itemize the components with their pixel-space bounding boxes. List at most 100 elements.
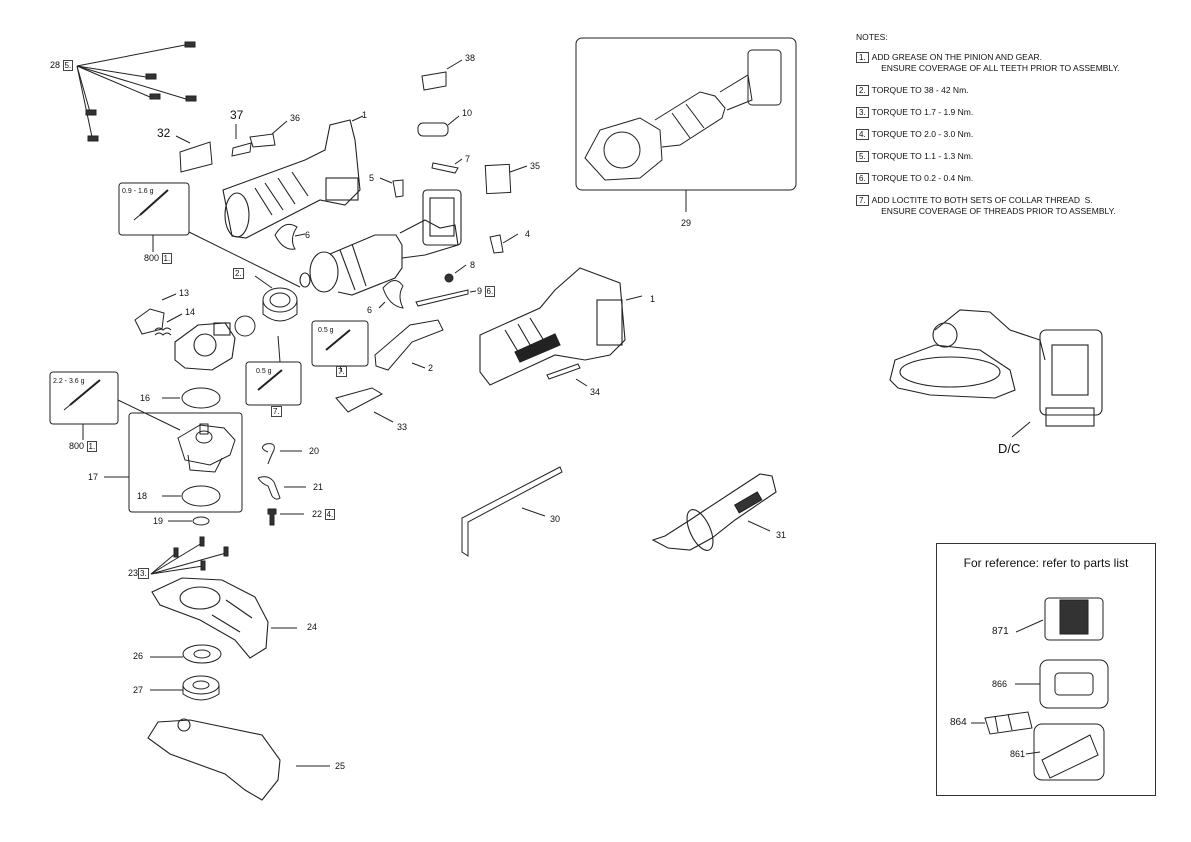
note-3: 3.TORQUE TO 1.7 - 1.9 Nm. (856, 107, 1176, 118)
spindle-assembly (177, 423, 236, 473)
bracket-4 (489, 234, 504, 254)
note-ref-5: 5. (62, 60, 74, 71)
callout-28: 28 5. (50, 60, 74, 71)
callout-1-right: 1 (650, 294, 656, 304)
note-7: 7.ADD LOCTITE TO BOTH SETS OF COLLAR THR… (856, 195, 1176, 217)
screw-set-28 (76, 41, 197, 142)
label-plate-38 (421, 71, 447, 91)
callout-9: 9 6. (477, 286, 496, 297)
screw-9 (415, 289, 469, 307)
label-plate-36 (249, 133, 276, 148)
callout-800-top: 800 1. (144, 253, 173, 264)
label-33 (335, 387, 384, 413)
housing-half-1-top (222, 119, 361, 239)
screw-8 (444, 273, 454, 283)
label-35 (484, 163, 512, 195)
screw-set-23 (150, 536, 229, 575)
grease-box-left (49, 371, 119, 425)
note-ref-4: 4. (324, 509, 336, 520)
case-861 (1033, 723, 1105, 781)
note-2: 2.TORQUE TO 38 - 42 Nm. (856, 85, 1176, 96)
note-4: 4.TORQUE TO 2.0 - 3.0 Nm. (856, 129, 1176, 140)
callout-31: 31 (776, 530, 787, 540)
lever-21 (257, 476, 281, 500)
callout-800-left: 800 1. (69, 441, 98, 452)
assembled-tool-dc (889, 309, 1103, 427)
callout-18: 18 (137, 491, 148, 501)
grease-amount-mid1: 0.5 g (318, 327, 334, 334)
note-ref-7b-box: 7. (271, 406, 282, 417)
callout-32: 32 (157, 126, 171, 140)
note-ref-1a: 1. (161, 253, 173, 264)
switch-7 (431, 162, 459, 174)
flange-nut-27 (182, 675, 220, 701)
bracket-5 (392, 179, 404, 198)
callout-36: 36 (290, 113, 301, 123)
reference-box: For reference: refer to parts list (936, 543, 1156, 796)
note-ref-1b: 1. (86, 441, 98, 452)
group-17-frame (128, 412, 243, 513)
callout-33: 33 (397, 422, 408, 432)
callout-2: 2 (428, 363, 434, 373)
side-handle-31 (651, 473, 777, 551)
flange-26 (182, 644, 222, 664)
note-ref-2-box: 2. (233, 268, 244, 279)
note-5: 5.TORQUE TO 1.1 - 1.3 Nm. (856, 151, 1176, 162)
ref-part-861: 861 (1010, 749, 1026, 759)
ref-part-871: 871 (992, 626, 1009, 637)
callout-22: 22 4. (312, 509, 336, 520)
battery-871 (1044, 597, 1104, 641)
washer-19 (192, 516, 210, 526)
callout-26: 26 (133, 651, 144, 661)
gear-case (174, 322, 236, 371)
ref-part-864: 864 (950, 717, 967, 728)
notes-title: NOTES: (856, 32, 888, 42)
callout-1-top: 1 (362, 110, 368, 120)
callout-4: 4 (525, 229, 531, 239)
ref-part-866: 866 (992, 679, 1008, 689)
callout-20: 20 (309, 446, 320, 456)
reference-title: For reference: refer to parts list (963, 556, 1129, 570)
note-ref-6: 6. (484, 286, 496, 297)
callout-37: 37 (230, 108, 244, 122)
label-plate-32 (179, 141, 213, 173)
wheel-guard-24 (151, 577, 269, 659)
hex-key-30 (461, 466, 563, 557)
label-plate-37 (231, 142, 252, 157)
callout-25: 25 (335, 761, 346, 771)
callout-30: 30 (550, 514, 561, 524)
grease-box-mid2 (245, 361, 302, 406)
callout-6-top: 6 (305, 230, 311, 240)
callout-16: 16 (140, 393, 151, 403)
callout-19: 19 (153, 516, 164, 526)
wheel-guard-25 (147, 718, 281, 801)
callout-5: 5 (369, 173, 375, 183)
insert-864 (984, 711, 1033, 735)
callout-21: 21 (313, 482, 324, 492)
callout-13: 13 (179, 288, 190, 298)
assembly-notes: NOTES: 1.ADD GREASE ON THE PINION AND GE… (856, 32, 1176, 228)
callout-10: 10 (462, 108, 473, 118)
callout-34: 34 (590, 387, 601, 397)
spring-14 (154, 327, 172, 336)
callout-29: 29 (681, 218, 692, 228)
button-10 (417, 122, 449, 137)
grease-box-top (118, 182, 190, 236)
grease-amount-top: 0.9 - 1.6 g (122, 188, 154, 195)
grease-amount-left: 2.2 - 3.6 g (53, 378, 85, 385)
housing-half-1-right (479, 267, 626, 386)
seal-16 (181, 387, 221, 409)
callout-6-bottom: 6 (367, 305, 373, 315)
inset-29-frame (575, 37, 797, 191)
callout-14: 14 (185, 307, 196, 317)
bracket-2 (374, 319, 444, 371)
o-ring-18 (181, 485, 221, 507)
callout-27: 27 (133, 685, 144, 695)
lock-button-13 (134, 308, 165, 335)
grease-amount-mid2: 0.5 g (256, 368, 272, 375)
callout-35: 35 (530, 161, 541, 171)
inset-29-motor (584, 49, 782, 181)
spring-20 (262, 443, 275, 465)
